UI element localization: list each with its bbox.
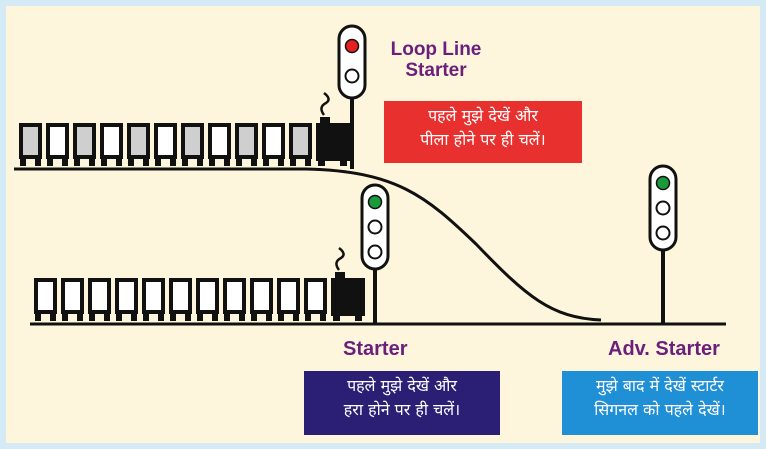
diagram-canvas: Loop Line Starter Starter Adv. Starter प… — [6, 6, 760, 443]
locomotive — [316, 92, 350, 166]
wagon — [61, 278, 84, 321]
wagon — [169, 278, 192, 321]
signal-aspect-off — [655, 225, 671, 241]
wagon — [196, 278, 219, 321]
wagon — [181, 123, 204, 166]
signal-aspect-red — [344, 38, 360, 54]
instruction-line: मुझे बाद में देखें स्टार्टर — [596, 376, 724, 395]
wagon — [250, 278, 273, 321]
signal-aspect-off — [344, 68, 360, 84]
wagon — [115, 278, 138, 321]
signal-aspect-off — [367, 244, 383, 260]
signal-aspect-off — [367, 219, 383, 235]
wagon — [73, 123, 96, 166]
starter-label: Starter — [343, 338, 408, 360]
wagon — [262, 123, 285, 166]
upper-loop-track — [14, 167, 602, 322]
lower-train — [34, 247, 365, 321]
adv-starter-label: Adv. Starter — [608, 338, 720, 360]
upper-train — [19, 92, 350, 166]
adv-starter-instruction-box: मुझे बाद में देखें स्टार्टर सिगनल को पहल… — [562, 371, 758, 435]
wagon — [88, 278, 111, 321]
starter-instruction-box: पहले मुझे देखें और हरा होने पर ही चलें। — [304, 371, 500, 435]
loop-line-starter-signal — [337, 24, 367, 169]
wagon — [46, 123, 69, 166]
wagon — [100, 123, 123, 166]
signal-aspect-green — [367, 194, 383, 210]
instruction-line: सिगनल को पहले देखें। — [594, 400, 726, 419]
adv-starter-signal — [648, 164, 678, 324]
locomotive — [331, 247, 365, 321]
wagon — [223, 278, 246, 321]
wagon — [304, 278, 327, 321]
wagon — [208, 123, 231, 166]
label-line: Loop Line — [390, 39, 482, 60]
wagon — [127, 123, 150, 166]
loop-line-instruction-box: पहले मुझे देखें और पीला होने पर ही चलें। — [384, 101, 582, 163]
signal-aspect-off — [655, 200, 671, 216]
track-diagram — [14, 24, 726, 326]
label-line: Starter — [405, 60, 467, 81]
wagon — [142, 278, 165, 321]
wagon — [19, 123, 42, 166]
instruction-line: पहले मुझे देखें और — [347, 376, 457, 395]
wagon — [154, 123, 177, 166]
wagon — [235, 123, 258, 166]
loop-line-starter-label: Loop Line Starter — [386, 40, 486, 80]
signal-aspect-green — [655, 175, 671, 191]
instruction-line: हरा होने पर ही चलें। — [343, 400, 461, 419]
wagon — [289, 123, 312, 166]
starter-signal — [360, 183, 390, 324]
wagon — [277, 278, 300, 321]
instruction-line: पहले मुझे देखें और — [428, 106, 538, 125]
wagon — [34, 278, 57, 321]
instruction-line: पीला होने पर ही चलें। — [420, 130, 546, 149]
